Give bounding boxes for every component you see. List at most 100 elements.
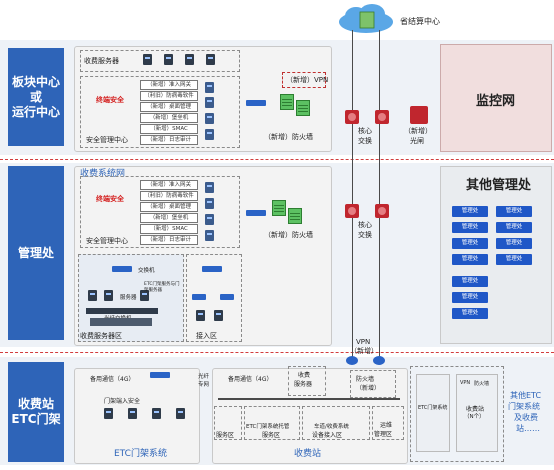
ops-area-label: 运维 [380, 422, 393, 429]
other-admin-item[interactable]: 管理处 [452, 308, 488, 319]
storage-icon [90, 318, 152, 326]
station-vpn-label: （新增） [350, 347, 378, 355]
device-icon [205, 214, 214, 225]
etc-service-area-label: 服务区 [262, 432, 281, 439]
firewall-icon [288, 208, 302, 224]
etc-area-label: ETC门架系统 [114, 449, 167, 459]
station-label: 收费站 [294, 449, 322, 459]
other-admin-item[interactable]: 管理处 [452, 292, 488, 303]
cloud-label: 省结算中心 [400, 17, 440, 26]
admin-core-label: 核心 [358, 221, 372, 229]
firewall-label: （新增）防火墙 [264, 133, 313, 141]
router-icon [346, 356, 358, 365]
others-label: 及收费 [514, 413, 538, 422]
other-admin-item[interactable]: 管理处 [496, 206, 532, 217]
etc-server-tag: ETC门架服务与门架服务器 [144, 282, 180, 293]
device-icon [176, 408, 185, 419]
firewall-icon [272, 200, 286, 216]
switch-icon [192, 294, 206, 300]
pc-icon [214, 310, 223, 321]
separator-1 [0, 159, 554, 160]
others-label: 其他ETC [510, 391, 542, 400]
device-access-box [302, 406, 370, 440]
admin-security-item: （新增）日志审计 [140, 235, 198, 245]
server-area-label: 收费服务器区 [80, 332, 122, 340]
vpn-label: （新增）VPN [286, 76, 329, 84]
other-admin-item[interactable]: 管理处 [452, 276, 488, 287]
firewall-icon [296, 100, 310, 116]
station-panel [212, 368, 408, 464]
others-label: 站…… [516, 424, 540, 433]
toll-net-label: 收费系统网 [80, 169, 126, 179]
switch-icon [112, 266, 132, 272]
mini-station-label: 收费站 [466, 406, 485, 413]
station-vpn-label: VPN [356, 338, 371, 346]
other-admin-title: 其他管理处 [466, 178, 532, 193]
comm-backup-label: 备用通信（4G） [90, 376, 135, 383]
device-icon [205, 97, 214, 108]
mini-etc-box [416, 374, 450, 452]
fiber-label: 专网 [198, 382, 210, 388]
core-switch-icon [375, 110, 389, 124]
device-icon [205, 182, 214, 193]
row-label-admin: 管理处 [8, 166, 64, 340]
etc-service-area-label: ETC门架系统托管 [246, 424, 290, 430]
security-item: （新增）日志审计 [140, 135, 198, 145]
server-icon [104, 290, 113, 301]
other-admin-item[interactable]: 管理处 [452, 238, 488, 249]
switch-icon [246, 100, 266, 106]
server-tag: 服务器 [120, 295, 137, 301]
pc-icon [196, 310, 205, 321]
station-firewall-box [350, 370, 396, 398]
other-admin-item[interactable]: 管理处 [452, 222, 488, 233]
row-label-line: 板块中心 [11, 74, 60, 89]
core-switch-icon [375, 204, 389, 218]
server-icon [185, 54, 194, 65]
mini-station-label: （N个） [464, 414, 485, 420]
link-line [379, 30, 380, 360]
gate-label: 光闸 [410, 137, 424, 145]
security-item: （新增）准入网关 [140, 80, 198, 90]
terminal-security-label: 终端安全 [96, 96, 124, 104]
server-group [80, 50, 240, 72]
toll-server-label: 收费 [298, 372, 311, 379]
gate-label: （新增） [404, 127, 432, 135]
admin-security-item: （新增）准入网关 [140, 180, 198, 190]
admin-security-item: （新增）SMAC [140, 224, 198, 234]
device-icon [128, 408, 137, 419]
comm-backup2-label: 备用通信（4G） [228, 376, 273, 383]
other-admin-item[interactable]: 管理处 [496, 254, 532, 265]
separator-2 [0, 352, 554, 353]
router-icon [373, 356, 385, 365]
device-icon [152, 408, 161, 419]
server-icon [164, 54, 173, 65]
device-access-label: 车道/收费系统 [314, 424, 349, 430]
service-area-label: 服务区 [216, 432, 235, 439]
row-label-line: 收费站 [17, 397, 54, 411]
other-admin-item[interactable]: 管理处 [496, 238, 532, 249]
mini-group-box [410, 366, 504, 462]
admin-security-item: （利旧）防病毒软件 [140, 191, 198, 201]
admin-firewall-label: （新增）防火墙 [264, 231, 313, 239]
link-line [352, 30, 353, 360]
vpn-box [282, 72, 326, 88]
server-tag: 交换机 [138, 268, 155, 274]
row-label-station: 收费站 ETC门架 [8, 362, 64, 462]
toll-server-label: 服务器 [294, 381, 313, 388]
other-admin-item[interactable]: 管理处 [496, 222, 532, 233]
server-icon [143, 54, 152, 65]
station-bus [218, 398, 400, 400]
security-item: （新增）SMAC [140, 124, 198, 134]
mini-etc-label: ETC门架系统 [418, 405, 448, 411]
other-admin-item[interactable]: 管理处 [452, 254, 488, 265]
switch-icon [246, 210, 266, 216]
device-access-label: 设备接入区 [312, 432, 343, 439]
other-admin-item[interactable]: 管理处 [452, 206, 488, 217]
cloud-icon [338, 4, 394, 34]
mini-vpn-label: VPN [460, 380, 471, 386]
device-icon [205, 129, 214, 140]
server-icon [88, 290, 97, 301]
admin-core-label: 交换 [358, 231, 372, 239]
row-label-line: 或 [29, 89, 42, 104]
firewall-icon [280, 94, 294, 110]
